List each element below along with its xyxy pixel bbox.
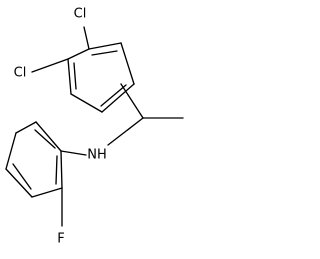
ring-bond (70, 93, 103, 113)
ring-to-chiral-carbon-bond (120, 83, 144, 119)
ring-bond (120, 42, 135, 85)
ring-bond (5, 168, 33, 198)
chlorine-label-left: Cl (14, 66, 27, 81)
ring-double-bond (100, 84, 127, 107)
c-n-bond (107, 117, 144, 146)
ring-bond (5, 132, 17, 170)
ring-bond (67, 58, 72, 95)
ring-double-bond (73, 62, 77, 90)
ring-double-bond (12, 163, 32, 190)
ring-bond (67, 48, 90, 60)
fluorophenyl-ring (5, 121, 63, 198)
ring-double-bond (55, 155, 58, 185)
ring-bond (88, 42, 122, 50)
ring-bond (60, 150, 63, 189)
ring-bond (31, 187, 63, 198)
chemical-structure-diagram: Cl Cl NH F (5, 7, 184, 247)
c-cl-bond (31, 58, 69, 73)
fluorine-label: F (57, 232, 64, 247)
ring-double-bond (34, 129, 56, 149)
n-aryl-bond (60, 150, 87, 156)
c-cl-bond (83, 26, 90, 50)
ring-bond (15, 121, 37, 134)
chlorine-label-top: Cl (74, 7, 87, 22)
amine-label: NH (87, 148, 107, 163)
dichlorophenyl-ring (67, 42, 135, 113)
ring-double-bond (91, 50, 118, 56)
ring-bond (35, 121, 62, 152)
ring-bond (101, 83, 135, 113)
